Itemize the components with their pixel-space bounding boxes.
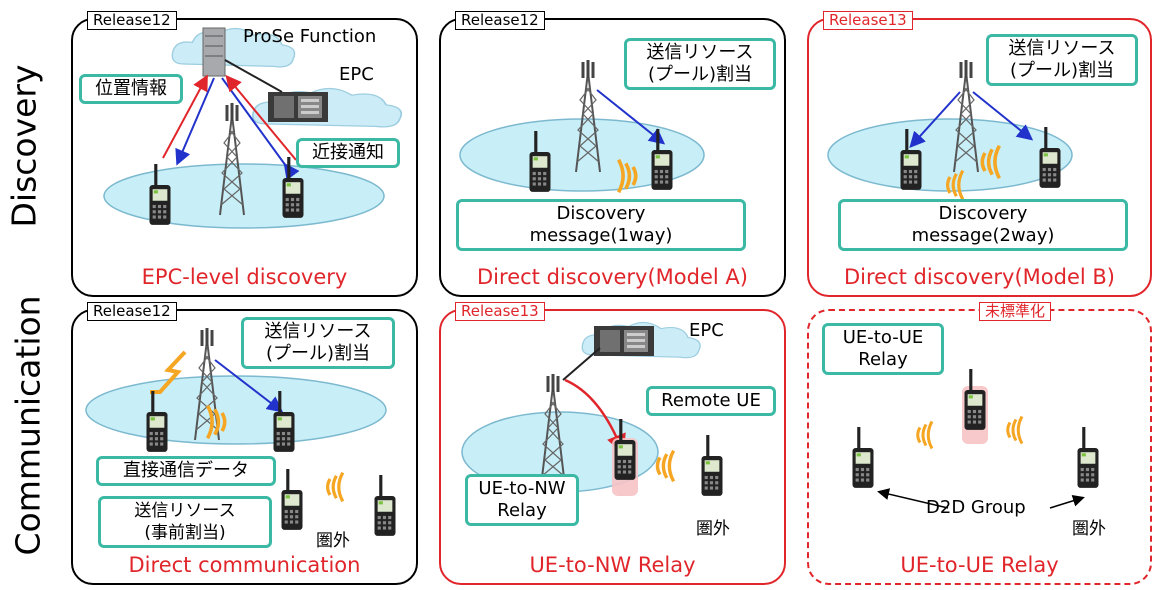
release-tag: Release12 [87,11,177,30]
epc-label: EPC [689,320,724,341]
panel-direct-discovery-model-b: Release13 Direct discovery(Model B) [807,11,1152,297]
release-tag: Release13 [823,11,913,30]
resource-allocation-callout: 送信リソース (プール)割当 [986,34,1138,86]
release-tag: Release13 [455,302,545,321]
direct-data-callout: 直接通信データ [96,456,276,486]
pre-allocation-callout: 送信リソース (事前割当) [98,496,272,548]
d2d-group-label: D2D Group [926,497,1026,518]
panel-caption: UE-to-NW Relay [529,553,696,577]
remote-ue-callout: Remote UE [646,386,776,416]
ue-to-ue-relay-callout: UE-to-UE Relay [822,323,944,375]
out-of-coverage-label: 圏外 [696,519,730,539]
out-of-coverage-label: 圏外 [1072,519,1106,539]
epc-label: EPC [339,64,374,85]
panel-caption: Direct discovery(Model B) [844,265,1115,289]
release-tag: 未標準化 [979,302,1052,321]
resource-allocation-callout: 送信リソース (プール)割当 [624,38,776,90]
discovery-message-callout: Discovery message(2way) [838,199,1128,251]
panel-caption: EPC-level discovery [141,265,348,289]
panel-epc-level-discovery: Release12 EPC-level discovery [71,11,418,297]
panel-caption: UE-to-UE Relay [900,553,1059,577]
panel-ue-to-ue-relay: 未標準化 UE-to-UE Relay [807,302,1152,585]
proximity-notice-callout: 近接通知 [296,138,400,168]
panel-direct-communication: Release12 Direct communication [71,302,418,585]
resource-allocation-callout: 送信リソース (プール)割当 [241,317,395,369]
release-tag: Release12 [87,302,177,321]
prose-function-label: ProSe Function [243,26,377,47]
discovery-message-callout: Discovery message(1way) [456,199,746,251]
panel-direct-discovery-model-a: Release12 Direct discovery(Model A) [439,11,786,297]
release-tag: Release12 [455,11,545,30]
panel-caption: Direct discovery(Model A) [477,265,748,289]
panel-caption: Direct communication [128,553,361,577]
out-of-coverage-label: 圏外 [316,531,350,551]
ue-to-nw-relay-callout: UE-to-NW Relay [465,474,579,526]
location-info-callout: 位置情報 [79,74,183,104]
panel-ue-to-nw-relay: Release13 UE-to-NW Relay [439,302,786,585]
